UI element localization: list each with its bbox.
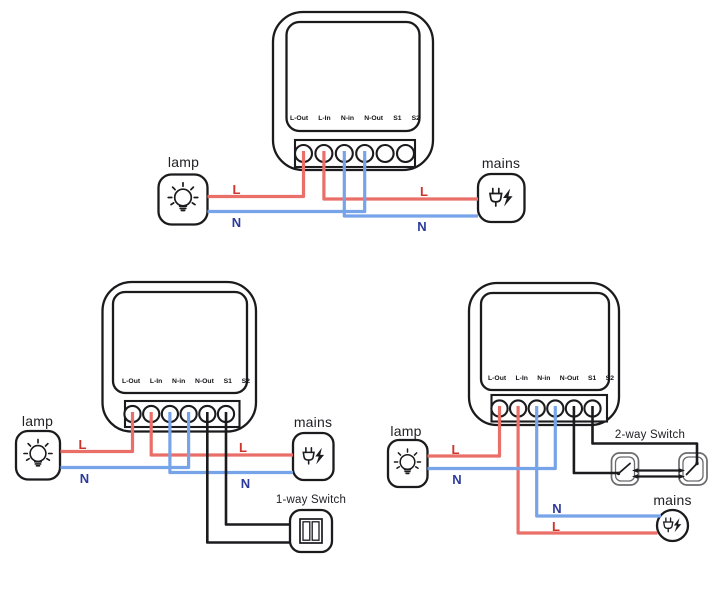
- wire-s1-switch: [572, 406, 619, 475]
- switch-1-toggle: [617, 462, 631, 475]
- live-wire-label: L: [552, 518, 560, 534]
- terminal-labels: L-Out L-In N-in N-Out S1 S2: [290, 115, 420, 122]
- wire-s2-switch: [224, 412, 290, 526]
- terminal-labels: L-Out L-In N-in N-Out S1 S2: [488, 375, 614, 382]
- arrowhead: [632, 474, 638, 479]
- wire-live-mains: [322, 151, 478, 201]
- wire-neutral-lamp: [60, 412, 191, 470]
- wire-neutral-mains: [342, 151, 478, 218]
- live-wire-label: L: [232, 181, 241, 197]
- terminal-label: N-Out: [364, 115, 384, 122]
- wire-neutral-mains: [168, 412, 293, 475]
- neutral-wire-label: N: [417, 219, 427, 234]
- one-way-switch-label: 1-way Switch: [275, 493, 347, 506]
- two-way-switch-label: 2-way Switch: [614, 428, 686, 441]
- terminal-label: L-Out: [122, 378, 141, 385]
- neutral-wire-label: N: [452, 471, 462, 487]
- wire-neutral-lamp: [207, 151, 367, 214]
- live-wire-label: L: [78, 437, 87, 452]
- live-wire-label: L: [451, 441, 460, 457]
- terminal-label: S1: [223, 378, 232, 385]
- diagram-two-way-switch: [386, 281, 708, 543]
- lamp-icon: [386, 438, 429, 489]
- neutral-wire-label: N: [240, 475, 251, 491]
- mains-label: mains: [293, 413, 333, 430]
- one-way-switch-icon: [288, 508, 334, 554]
- switch-2-toggle: [685, 462, 698, 476]
- lamp-icon: [157, 173, 209, 226]
- terminal-label: L-Out: [290, 115, 309, 122]
- wire-live-lamp: [207, 151, 306, 199]
- neutral-wire-label: N: [552, 500, 562, 516]
- terminal-circle: [395, 143, 416, 164]
- arrowhead: [632, 468, 638, 473]
- terminal-label: N-Out: [194, 378, 214, 385]
- module-face: [285, 20, 421, 133]
- terminal-label: N-in: [172, 378, 186, 385]
- terminal-label: S2: [605, 375, 614, 382]
- module-face: [111, 290, 249, 395]
- terminal-label: S1: [393, 115, 402, 122]
- live-wire-label: L: [239, 440, 247, 455]
- wire-live-mains: [149, 412, 293, 457]
- neutral-wire-label: N: [79, 470, 90, 486]
- neutral-wire-label: N: [231, 214, 242, 230]
- module-face: [479, 291, 611, 392]
- lamp-icon: [14, 429, 62, 481]
- terminal-circle: [375, 143, 395, 164]
- wire-live-mains: [516, 406, 658, 535]
- terminal-label: L-In: [318, 115, 331, 122]
- terminal-label: S2: [241, 378, 250, 385]
- terminal-label: L-In: [515, 375, 528, 382]
- lamp-label: lamp: [167, 154, 200, 170]
- wire-live-lamp: [427, 406, 502, 458]
- terminal-label: N-in: [340, 115, 355, 122]
- wire-s2-switch: [591, 406, 699, 463]
- terminal-labels: L-Out L-In N-in N-Out S1 S2: [122, 378, 250, 385]
- lamp-label: lamp: [390, 422, 422, 439]
- terminal-label: L-In: [149, 378, 163, 385]
- wire-neutral-lamp: [427, 406, 557, 471]
- arrowhead: [679, 468, 685, 473]
- terminal-label: S1: [588, 375, 597, 382]
- two-way-switch-2-inner: [682, 456, 704, 482]
- terminal-label: L-Out: [488, 375, 507, 382]
- mains-label: mains: [653, 492, 692, 508]
- lamp-label: lamp: [21, 412, 54, 429]
- wire-live-lamp: [60, 412, 135, 454]
- wire-neutral-mains: [535, 406, 661, 518]
- arrowhead: [679, 474, 685, 479]
- diagram-direct-wiring: [157, 10, 526, 226]
- mains-label: mains: [481, 155, 521, 171]
- terminal-label: N-Out: [559, 375, 579, 382]
- wire-s1-switch: [206, 412, 290, 544]
- terminal-label: N-in: [537, 375, 551, 382]
- terminal-label: S2: [411, 115, 420, 122]
- contact-dot: [616, 471, 621, 476]
- live-wire-label: L: [420, 183, 428, 199]
- diagram-one-way-switch: [14, 280, 335, 554]
- contact-dot: [695, 461, 699, 466]
